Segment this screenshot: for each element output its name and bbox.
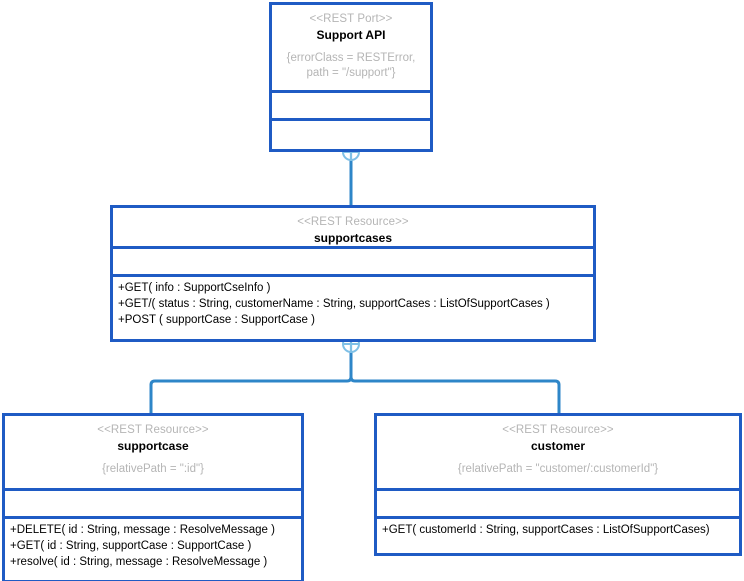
class-header-support-api: <<REST Port>> Support API {errorClass = …: [272, 5, 430, 90]
attributes-compartment-supportcases: [113, 246, 593, 274]
uml-class-supportcases[interactable]: <<REST Resource>> supportcases +GET( inf…: [110, 205, 596, 342]
tagged-values-line: path = "/support"}: [306, 67, 396, 79]
tagged-values-label: {relativePath = "customer/:customerId"}: [457, 463, 659, 475]
uml-class-supportcase[interactable]: <<REST Resource>> supportcase {relativeP…: [2, 413, 304, 581]
connector-supportcases-to-children: [149, 335, 561, 413]
attributes-compartment-customer: [377, 488, 739, 516]
uml-class-customer[interactable]: <<REST Resource>> customer {relativePath…: [374, 413, 742, 556]
class-name-label: Support API: [316, 28, 386, 42]
attributes-compartment-supportcase: [5, 488, 301, 516]
operations-compartment-customer: +GET( customerId : String, supportCases …: [377, 516, 739, 550]
tagged-values-label: {errorClass = RESTError, path = "/suppor…: [272, 51, 430, 81]
operation-item: +GET( info : SupportCseInfo ): [118, 282, 271, 294]
class-name-label: supportcases: [313, 231, 393, 245]
class-header-supportcase: <<REST Resource>> supportcase {relativeP…: [5, 416, 301, 488]
stereotype-label: <<REST Port>>: [309, 13, 393, 25]
class-header-customer: <<REST Resource>> customer {relativePath…: [377, 416, 739, 488]
connector-support-api-to-supportcases: [342, 143, 360, 205]
operations-compartment-supportcase: +DELETE( id : String, message : ResolveM…: [5, 516, 301, 580]
class-header-supportcases: <<REST Resource>> supportcases: [113, 208, 593, 246]
operation-item: +DELETE( id : String, message : ResolveM…: [10, 524, 275, 536]
stereotype-label: <<REST Resource>>: [502, 424, 614, 436]
uml-class-support-api[interactable]: <<REST Port>> Support API {errorClass = …: [269, 2, 433, 152]
operations-compartment-supportcases: +GET( info : SupportCseInfo ) +GET/( sta…: [113, 274, 593, 339]
operations-compartment-support-api: [272, 118, 430, 148]
operation-item: +GET/( status : String, customerName : S…: [118, 298, 550, 310]
operation-item: +GET( id : String, supportCase : Support…: [10, 540, 252, 552]
connector-branch-right: [349, 375, 561, 413]
stereotype-label: <<REST Resource>>: [97, 424, 209, 436]
tagged-values-label: {relativePath = ":id"}: [102, 463, 204, 475]
operation-item: +POST ( supportCase : SupportCase ): [118, 314, 315, 326]
connector-branch-left: [149, 375, 353, 413]
stereotype-label: <<REST Resource>>: [297, 216, 409, 228]
operation-item: +resolve( id : String, message : Resolve…: [10, 556, 268, 568]
class-name-label: customer: [530, 439, 586, 453]
tagged-values-line: {errorClass = RESTError,: [286, 52, 416, 64]
operation-item: +GET( customerId : String, supportCases …: [382, 524, 710, 536]
class-name-label: supportcase: [117, 439, 189, 453]
attributes-compartment-support-api: [272, 90, 430, 118]
